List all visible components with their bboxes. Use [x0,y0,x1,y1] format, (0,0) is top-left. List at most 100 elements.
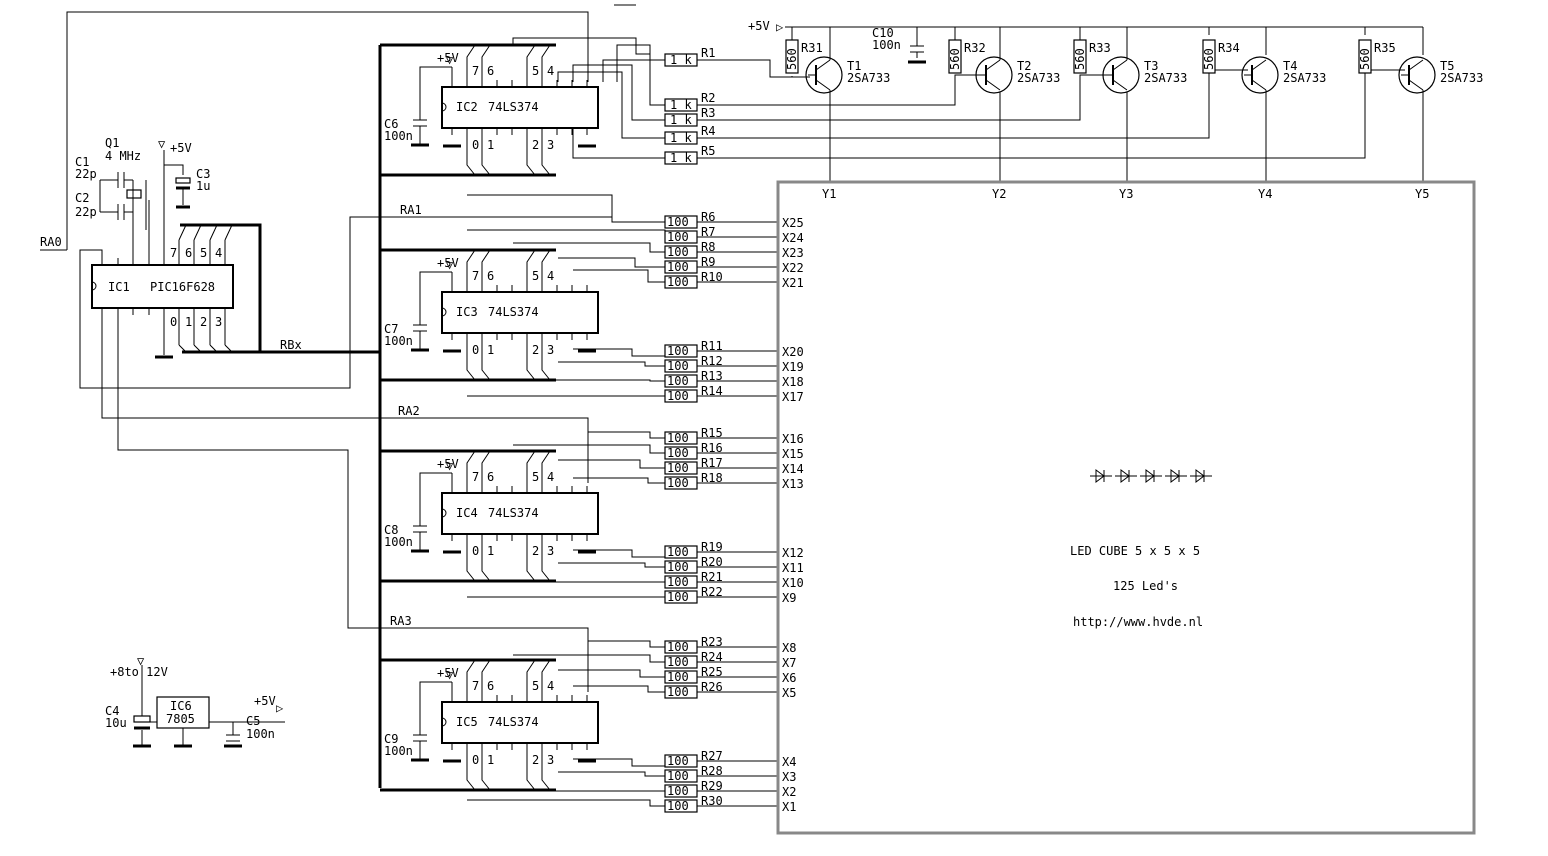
mcu-pin-1: 1 [185,315,192,329]
column-resistor-ref: R25 [701,665,723,679]
c3-ref: C3 [196,167,210,181]
column-resistor-value: 100 [667,461,689,475]
latch-pin-bottom: 3 [547,138,554,152]
latch-cap-ref: C9 [384,732,398,746]
latch-pin-bottom: 0 [472,544,479,558]
column-label: X22 [782,261,804,275]
latch-pin-top: 7 [472,269,479,283]
column-resistor-value: 100 [667,245,689,259]
latch-pin-bottom: 0 [472,343,479,357]
crystal-value: 4 MHz [105,149,141,163]
latch-pin-bottom: 0 [472,753,479,767]
crystal-ref: Q1 [105,136,119,150]
column-label: X14 [782,462,804,476]
pullup-value: 560 [785,48,799,70]
column-resistor-value: 100 [667,545,689,559]
column-resistor-ref: R8 [701,240,715,254]
latch-cap-ref: C7 [384,322,398,336]
column-label: X1 [782,800,796,814]
reg-part: 7805 [166,712,195,726]
column-resistor-ref: R15 [701,426,723,440]
latch-cap-value: 100n [384,129,413,143]
latch-pin-top: 5 [532,470,539,484]
column-resistor-value: 100 [667,784,689,798]
column-resistor-ref: R14 [701,384,723,398]
latch-part: 74LS374 [488,715,539,729]
mcu-pin-5: 5 [200,246,207,260]
latch-pin-top: 6 [487,470,494,484]
c1-ref: C1 [75,155,89,169]
column-resistor: 100 R19 X12 [664,540,804,560]
column-label: X13 [782,477,804,491]
c10-ref: C10 [872,26,894,40]
net-ra2: RA2 [398,404,420,418]
latch-pin-top: 6 [487,679,494,693]
column-label: X15 [782,447,804,461]
base-resistor-ref: R5 [701,144,715,158]
transistor-part: 2SA733 [847,71,890,85]
latch-part: 74LS374 [488,100,539,114]
latch-ref: IC3 [456,305,478,319]
column-resistor-value: 100 [667,754,689,768]
base-resistor-value: 1 k [670,98,692,112]
transistor-part: 2SA733 [1440,71,1483,85]
latch-pin-bottom: 2 [532,343,539,357]
latch-pin-bottom: 3 [547,544,554,558]
reg-out-label: +5V [254,694,276,708]
column-resistor-ref: R12 [701,354,723,368]
column-resistor-ref: R30 [701,794,723,808]
column-resistor-value: 100 [667,640,689,654]
reg-out-icon: ▷ [276,701,284,715]
column-label: X8 [782,641,796,655]
column-resistor: 100 R21 X10 [664,570,804,590]
c4-value: 10u [105,716,127,730]
transistor-part: 2SA733 [1017,71,1060,85]
pullup-value: 560 [1358,48,1372,70]
column-resistor-ref: R21 [701,570,723,584]
column-resistor-ref: R24 [701,650,723,664]
column-resistor-ref: R22 [701,585,723,599]
cube-url: http://www.hvde.nl [1073,615,1203,629]
latch-supply-icon: ▽ [446,53,454,67]
column-label: X3 [782,770,796,784]
layer-label: Y3 [1119,187,1133,201]
latch-pin-top: 4 [547,64,554,78]
transistor-group: T12SA733Y1560R31T22SA733Y2560R32T32SA733… [785,39,1483,201]
column-label: X10 [782,576,804,590]
column-resistor-value: 100 [667,230,689,244]
latch-cap-value: 100n [384,334,413,348]
mcu-pin-7: 7 [170,246,177,260]
latch-pin-top: 7 [472,679,479,693]
column-resistor-value: 100 [667,655,689,669]
column-resistor-value: 100 [667,575,689,589]
column-resistor-ref: R27 [701,749,723,763]
column-resistor-ref: R19 [701,540,723,554]
column-label: X12 [782,546,804,560]
c5-ref: C5 [246,714,260,728]
column-resistor-ref: R9 [701,255,715,269]
column-resistor-value: 100 [667,670,689,684]
column-label: X25 [782,216,804,230]
column-resistor-ref: R7 [701,225,715,239]
pullup-ref: R34 [1218,41,1240,55]
mcu-part: PIC16F628 [150,280,215,294]
